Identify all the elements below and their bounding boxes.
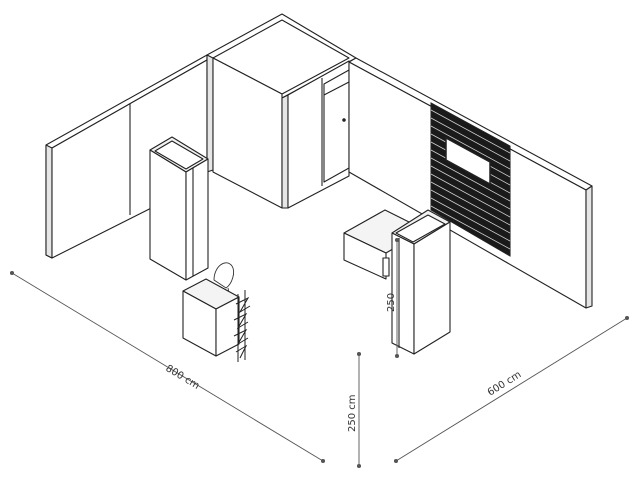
counter-height-label: 250 xyxy=(386,293,397,312)
right-column xyxy=(391,209,451,355)
width-dimension-label: 800 cm xyxy=(163,363,201,392)
brochure-rack xyxy=(233,290,251,362)
dimension-width xyxy=(9,270,326,464)
height-dimension-label: 250 cm xyxy=(347,394,358,432)
dimension-depth xyxy=(393,315,630,464)
info-counter xyxy=(182,278,240,357)
slatwall-panel xyxy=(430,102,511,257)
screen-icon xyxy=(445,136,491,186)
dimension-height xyxy=(356,351,362,469)
left-column xyxy=(149,136,209,281)
dimension-counter-height xyxy=(394,237,400,359)
storage-room xyxy=(206,13,357,209)
